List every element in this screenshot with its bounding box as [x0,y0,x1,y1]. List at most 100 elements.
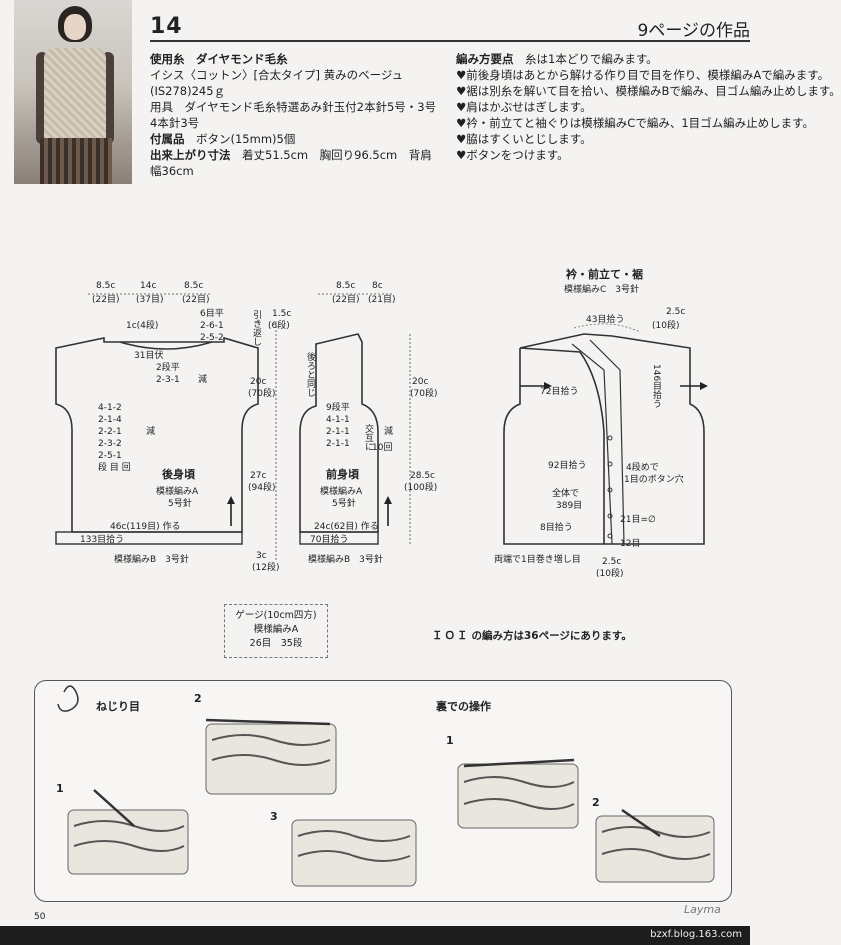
back-hem-height: 3c [256,551,267,561]
front-neck-step: 2-1-1 [326,439,350,449]
front-neck-step: 2-1-1 [326,427,350,437]
page-reference: 9ページの作品 [637,21,750,41]
svg-text:1: 1 [446,734,454,747]
collar-label: 21目=∅ [620,514,656,525]
collar-label: (10段) [596,567,623,579]
gauge-box: ゲージ(10cm四方) 模様編みA 26目 35段 [224,604,328,658]
title-rule [150,40,750,42]
purl-step-1: 1 [446,734,579,829]
back-body-needle: 5号針 [168,497,192,509]
back-armhole-step: 4-1-2 [98,403,122,413]
front-body-diagram: 8.5c 8c (22目) (21目) 後ろと同じ 9段平 4-1-1 2-1-… [299,281,437,565]
svg-text:2: 2 [194,692,202,705]
point-item: ♥前後身頃はあとから解ける作り目で目を作り、模様編みAで編みます。 [456,68,830,82]
yarn-brand: ダイヤモンド毛糸 [196,52,288,66]
point-item: ♥衿・前立てと袖ぐりは模様編みCで編み、1目ゴム編み止めします。 [456,116,815,130]
back-neck-step: 減 [198,373,207,385]
collar-label: 389目 [556,500,582,511]
collar-label: 1目のボタン穴 [624,473,684,485]
back-hem-pattern: 模様編みB 3号針 [114,553,189,565]
collar-label: 全体で [552,487,579,499]
front-body-pattern: 模様編みA [320,485,363,497]
back-body-diagram: 8.5c 14c 8.5c (22目) (37目) (22目) 1c(4段) 3… [55,281,291,573]
tools-detail: ダイヤモンド毛糸特選あみ針玉付2本針5号・3号 4本針3号 [150,100,448,130]
twisted-title: ねじり目 [96,700,140,713]
back-body-title: 後身頃 [162,467,196,481]
points-intro: 糸は1本どりで編みます。 [525,52,658,66]
back-rows-right: (22目) [182,294,209,305]
back-shoulder-step: 2-6-1 [200,321,224,331]
gauge-pattern: 模様編みA [253,624,299,635]
back-hem-pickup: 133目拾う [80,533,124,545]
size-detail: 着丈51.5cm 胸回り96.5cm 背肩幅36cm [150,148,432,178]
knit-step-2: 2 [194,692,337,795]
brand-mark: Layma [684,903,721,916]
back-armhole-rows: (70段) [248,387,275,399]
back-width-center: 14c [140,281,156,291]
back-hem-rows: (12段) [252,561,279,573]
back-armhole-height: 20c [250,377,266,387]
back-armhole-step: 2-2-1 [98,427,122,437]
accessories-detail: ボタン(15mm)5個 [196,132,296,146]
point-item: ♥裾は別糸を解いて目を拾い、模様編みBで編み、目ゴム編み止めします。 [456,84,841,98]
collar-label: 両端で1目巻き増し目 [494,553,581,565]
front-width-right: 8c [372,281,383,291]
back-rows-left: (22目) [92,294,119,305]
yarn-detail: イシス〈コットン〉[合太タイプ] 黄みのベージュ [150,68,404,82]
knitting-points: 編み方要点 糸は1本どりで編みます。 ♥前後身頃はあとから解ける作り目で目を作り… [456,51,841,163]
collar-label: 92目拾う [548,459,586,471]
front-neck-note: 減 [384,425,393,437]
back-armhole-step: 2-1-4 [98,415,122,425]
yarn-amount: (IS278)245ｇ [150,84,226,98]
back-shoulder-note: 引き返し [251,310,262,346]
points-label: 編み方要点 [456,52,514,66]
back-body-pattern: 模様編みA [156,485,199,497]
back-width-right: 8.5c [184,281,203,291]
howto-illustrations: ねじり目 裏での操作 1 2 3 1 2 [56,685,715,887]
back-armhole-step: 2-3-2 [98,439,122,449]
knit-step-3: 3 [270,810,417,887]
front-body-title: 前身頃 [326,467,360,481]
collar-diagram: 衿・前立て・裾 模様編みC 3号針 43目拾う 2.5c (10段) 146目拾… [494,267,708,579]
materials-block: 使用糸 ダイヤモンド毛糸 イシス〈コットン〉[合太タイプ] 黄みのベージュ (I… [150,51,448,179]
svg-text:3: 3 [270,810,278,823]
back-neck-step: 2-3-1 [156,375,180,385]
front-width-left: 8.5c [336,281,355,291]
collar-label: 43目拾う [586,313,624,325]
front-total-height: 28.5c [410,471,435,481]
back-shoulder-step: 6目平 [200,308,224,319]
purl-step-2: 2 [592,796,715,883]
chapter-number: 14 [150,14,183,39]
twisted-stitch-icon [57,685,79,712]
collar-label: (10段) [652,319,679,331]
back-side-height: 27c [250,471,266,481]
front-armhole-rows: (70段) [410,387,437,399]
collar-label: 8目拾う [540,521,573,533]
back-neck-depth: 1c(4段) [126,319,158,331]
front-neck-step: 9段平 [326,401,350,413]
reference-logo: ＩＯＩ [432,630,470,642]
back-neck-decrease: 31目伏 [134,349,163,361]
yarn-label: 使用糸 [150,52,185,66]
point-item: ♥肩はかぶせはぎします。 [456,100,592,114]
front-rows-right: (21目) [368,294,395,305]
front-neck-note: 10回 [372,442,392,453]
knit-step-1: 1 [56,782,189,875]
front-neck-step: 4-1-1 [326,415,350,425]
front-shoulder-note: 後ろと同じ [305,351,316,397]
front-neck-note: 交互に [363,423,374,451]
back-shoulder-drop: 1.5c [272,309,291,319]
front-total-rows: (100段) [404,481,437,493]
back-neck-step: 2段平 [156,361,180,373]
model-photo [14,0,132,184]
front-body-needle: 5号針 [332,497,356,509]
page-number: 50 [34,912,46,922]
back-cast-on: 46c(119目) 作る [110,520,180,532]
watermark: bzxf.blog.163.com [650,929,742,940]
back-armhole-legend: 段 目 回 [98,461,131,473]
tools-label: 用具 [150,100,173,114]
svg-text:1: 1 [56,782,64,795]
collar-pattern: 模様編みC 3号針 [564,283,639,295]
collar-label: 72目拾う [540,385,578,397]
